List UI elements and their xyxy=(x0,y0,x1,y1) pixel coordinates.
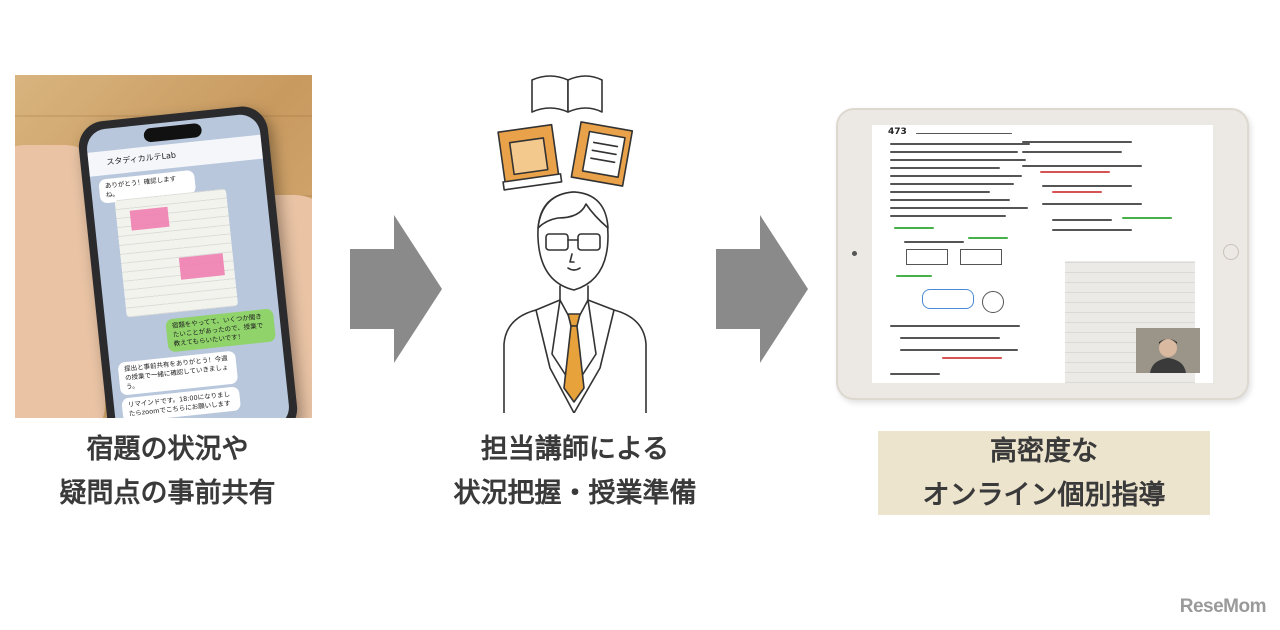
resemom-logo: ReseMom xyxy=(1179,596,1267,617)
diagram-box xyxy=(906,249,948,265)
tablet-home-button xyxy=(1223,244,1239,260)
homework-photo xyxy=(114,188,239,318)
student-avatar-icon xyxy=(1150,339,1186,373)
open-book-icon xyxy=(531,75,603,113)
chat-bubble-2: 宿題をやってて、いくつか聞きたいことがあったので、授業で教えてもらいたいです！ xyxy=(165,308,277,353)
tablet: 473 xyxy=(836,108,1249,400)
caption-step-3: 高密度な オンライン個別指導 xyxy=(878,430,1210,518)
problem-number: 473 xyxy=(888,127,907,137)
tablet-camera xyxy=(852,251,857,256)
phone-screen: スタディカルテLab ありがとう！確認しますね。 宿題をやってて、いくつか聞きた… xyxy=(85,112,291,418)
caption-line: 状況把握・授業準備 xyxy=(453,478,697,509)
problem-text xyxy=(890,143,1030,145)
arrow-right-1 xyxy=(350,215,442,363)
phone-notch xyxy=(143,122,203,143)
caption-step-1: 宿題の状況や 疑問点の事前共有 xyxy=(15,428,320,516)
teacher-illustration xyxy=(497,75,647,413)
diagram-circle xyxy=(982,291,1004,313)
caption-line: 宿題の状況や xyxy=(86,434,249,465)
tie-icon xyxy=(563,313,585,403)
chat-header: スタディカルテLab xyxy=(87,134,263,177)
orange-book-icon xyxy=(497,123,563,191)
caption-line: オンライン個別指導 xyxy=(922,480,1166,511)
caption-line: 高密度な xyxy=(990,436,1098,467)
notebook-icon xyxy=(570,121,634,187)
diagram-circle xyxy=(922,289,974,309)
video-call-thumbnail xyxy=(1136,328,1200,373)
diagram-box xyxy=(960,249,1002,265)
highlight-box xyxy=(878,431,1210,515)
caption-line: 担当講師による xyxy=(480,434,670,465)
tablet-screen: 473 xyxy=(872,125,1213,383)
caption-line: 疑問点の事前共有 xyxy=(59,478,276,509)
caption-step-2: 担当講師による 状況把握・授業準備 xyxy=(410,428,740,516)
chat-app-name: スタディカルテLab xyxy=(105,150,177,167)
smartphone: スタディカルテLab ありがとう！確認しますね。 宿題をやってて、いくつか聞きた… xyxy=(76,103,300,418)
teacher-head xyxy=(537,191,609,291)
sticky-note xyxy=(178,253,225,280)
arrow-right-2 xyxy=(716,215,808,363)
phone-photo: スタディカルテLab ありがとう！確認しますね。 宿題をやってて、いくつか聞きた… xyxy=(15,75,312,418)
sticky-note xyxy=(129,206,170,231)
